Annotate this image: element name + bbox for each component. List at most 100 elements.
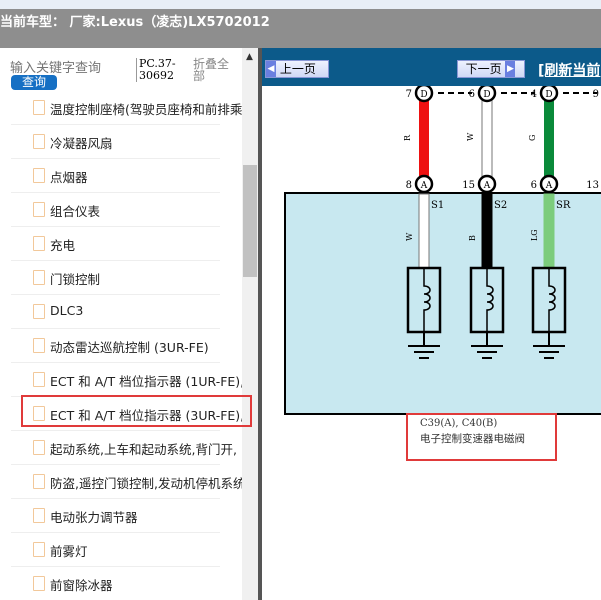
document-icon xyxy=(33,576,45,591)
selected-item-highlight xyxy=(21,395,252,427)
document-icon xyxy=(33,304,45,319)
list-item-label: 点烟器 xyxy=(50,170,88,185)
list-item-label: 门锁控制 xyxy=(50,272,101,287)
next-label: 下一页 xyxy=(465,62,502,76)
ground-icon xyxy=(408,332,440,359)
pin-number: 8 xyxy=(406,180,412,191)
list-item-label: 前雾灯 xyxy=(50,544,88,559)
pin-number: 9 xyxy=(593,89,599,100)
signal-name: S1 xyxy=(431,200,444,211)
pin-connector: A xyxy=(483,181,491,191)
pin-connector: D xyxy=(545,90,552,100)
signal-wire-color: B xyxy=(468,235,477,241)
coil-icon xyxy=(423,268,431,334)
pin-number: 4 xyxy=(531,89,537,100)
coil-icon xyxy=(548,268,556,334)
arrow-right-icon: ▶ xyxy=(505,61,516,77)
signal-name: S2 xyxy=(494,200,507,211)
prev-page-button[interactable]: ◀ 上一页 xyxy=(265,60,329,78)
signal-wire-color: LG xyxy=(530,229,539,241)
list-item[interactable]: DLC3 xyxy=(11,295,220,329)
list-item[interactable]: 组合仪表 xyxy=(11,193,220,227)
list-item[interactable]: 防盗,遥控门锁控制,发动机停机系统 xyxy=(11,465,245,499)
list-item-label: 起动系统,上车和起动系统,背门开, xyxy=(50,442,237,457)
pin-circle xyxy=(414,86,434,103)
component-highlight xyxy=(406,413,557,461)
list-item[interactable]: 前窗除冰器 xyxy=(11,567,220,600)
document-icon xyxy=(33,406,45,421)
query-button[interactable]: 查询 xyxy=(11,75,57,90)
pin-connector: A xyxy=(545,181,553,191)
pin-circle xyxy=(477,86,497,103)
list-item-label: ECT 和 A/T 档位指示器 (1UR-FE), xyxy=(50,374,245,389)
ground-icon xyxy=(533,332,565,359)
list-item[interactable]: 充电 xyxy=(11,227,220,261)
pin-circle xyxy=(539,86,559,103)
list-item-label: 温度控制座椅(驾驶员座椅和前排乘 xyxy=(50,102,243,117)
list-item[interactable]: ECT 和 A/T 档位指示器 (3UR-FE), xyxy=(11,397,244,431)
list-item[interactable]: ECT 和 A/T 档位指示器 (1UR-FE), xyxy=(11,363,244,397)
signal-wire-color: W xyxy=(405,232,414,241)
list-item[interactable]: 起动系统,上车和起动系统,背门开, xyxy=(11,431,237,465)
wire-color-label: R xyxy=(403,134,412,141)
document-icon xyxy=(33,134,45,149)
pin-connector: D xyxy=(483,90,490,100)
list-item-label: 电动张力调节器 xyxy=(50,510,138,525)
document-icon xyxy=(33,168,45,183)
document-icon xyxy=(33,372,45,387)
coil-icon xyxy=(486,268,494,334)
connector-label: C39(A), C40(B) xyxy=(420,418,498,429)
sidebar: 查询 PC.37-30692 折叠全部 温度控制座椅(驾驶员座椅和前排乘冷凝器风… xyxy=(0,48,258,600)
document-icon xyxy=(33,100,45,115)
pin-number: 7 xyxy=(406,89,412,100)
window-top-strip xyxy=(0,0,601,9)
signal-wire xyxy=(481,193,493,269)
document-icon xyxy=(33,270,45,285)
pin-circle xyxy=(539,174,559,194)
list-item-label: 动态雷达巡航控制 (3UR-FE) xyxy=(50,340,209,355)
topic-list: 温度控制座椅(驾驶员座椅和前排乘冷凝器风扇点烟器组合仪表充电门锁控制 DLC3 动态… xyxy=(0,91,245,600)
signal-wire xyxy=(418,193,430,269)
wiring-diagram: RS1WD7A8WS2BD6A15GSRLGD4A6D9A13 xyxy=(284,86,601,415)
list-item-label: ECT 和 A/T 档位指示器 (3UR-FE), xyxy=(50,408,245,423)
document-icon xyxy=(33,440,45,455)
list-item-label: 防盗,遥控门锁控制,发动机停机系统 xyxy=(50,476,246,491)
document-icon xyxy=(33,542,45,557)
list-item[interactable]: 门锁控制 xyxy=(11,261,220,295)
panel-splitter[interactable] xyxy=(258,48,262,600)
component-label: 电子控制变速器电磁阀 xyxy=(420,433,525,445)
wire-G xyxy=(544,93,554,184)
pin-number: 13 xyxy=(586,180,599,191)
list-item-label: 充电 xyxy=(50,238,76,253)
page-toolbar: ◀ 上一页 下一页 ▶ [刷新当前 xyxy=(262,48,601,86)
list-item-label: 组合仪表 xyxy=(50,204,101,219)
wire-W xyxy=(481,92,493,185)
list-item-label: 冷凝器风扇 xyxy=(50,136,113,151)
document-icon xyxy=(33,202,45,217)
pin-number: 15 xyxy=(462,180,475,191)
list-item[interactable]: 冷凝器风扇 xyxy=(11,125,220,159)
scroll-up-arrow-icon[interactable]: ▲ xyxy=(246,52,253,62)
list-item[interactable]: 前雾灯 xyxy=(11,533,220,567)
pin-connector: D xyxy=(420,90,427,100)
scrollbar-thumb[interactable] xyxy=(243,165,257,277)
list-item[interactable]: 动态雷达巡航控制 (3UR-FE) xyxy=(11,329,220,363)
refresh-link[interactable]: [刷新当前 xyxy=(538,63,601,79)
collapse-all-link[interactable]: 折叠全部 xyxy=(193,57,230,83)
list-item[interactable]: 电动张力调节器 xyxy=(11,499,220,533)
list-item-label: 前窗除冰器 xyxy=(50,578,113,593)
search-input[interactable] xyxy=(10,60,135,75)
list-item[interactable]: 温度控制座椅(驾驶员座椅和前排乘 xyxy=(11,91,242,125)
list-item[interactable]: 点烟器 xyxy=(11,159,220,193)
signal-name: SR xyxy=(556,200,571,211)
arrow-left-icon: ◀ xyxy=(266,61,276,77)
list-item-label: DLC3 xyxy=(50,303,84,318)
pin-circle xyxy=(477,174,497,194)
signal-wire xyxy=(543,193,555,269)
pin-connector: A xyxy=(420,181,428,191)
scrollbar[interactable]: ▲ xyxy=(242,48,258,600)
pc-code: PC.37-30692 xyxy=(136,58,181,82)
wire-color-label: W xyxy=(466,132,475,141)
prev-label: 上一页 xyxy=(279,62,316,76)
next-page-button[interactable]: 下一页 ▶ xyxy=(457,60,525,78)
